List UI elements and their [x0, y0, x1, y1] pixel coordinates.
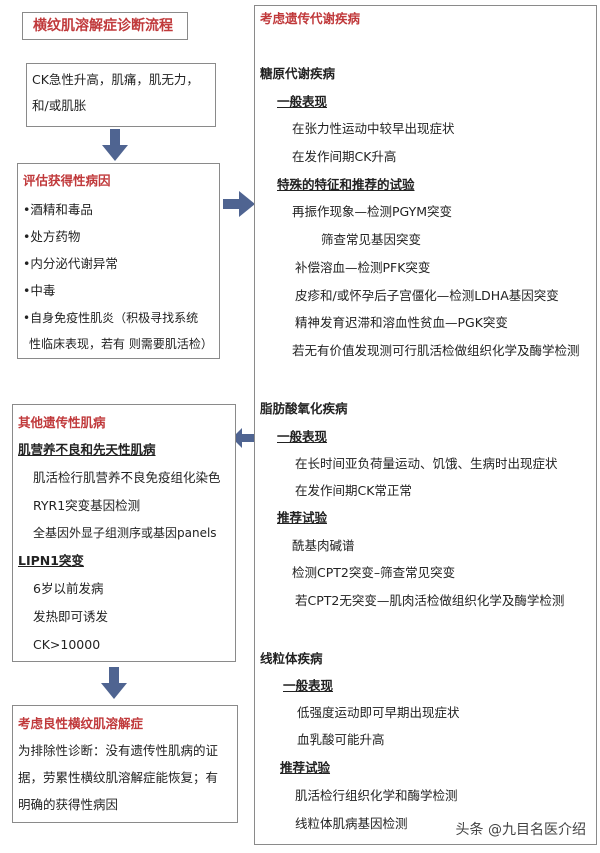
glycogen-test-item: 筛查常见基因突变: [321, 232, 422, 247]
mito-general-item: 血乳酸可能升高: [297, 732, 385, 747]
dystrophy-item: 肌活检行肌营养不良免疫组化染色: [33, 470, 221, 485]
title-box: 横纹肌溶解症诊断流程: [22, 12, 188, 40]
benign-line: 明确的获得性病因: [18, 797, 119, 812]
dystrophy-label: 肌营养不良和先天性肌病: [18, 442, 156, 457]
fatty-general-label: 一般表现: [277, 429, 328, 444]
acquired-item: •中毒: [23, 283, 56, 298]
arrow-right-icon: [223, 191, 255, 217]
glycogen-general-item: 在张力性运动中较早出现症状: [292, 121, 455, 136]
mito-test-item: 肌活检行组织化学和酶学检测: [295, 788, 458, 803]
glycogen-test-item: 精神发育迟滞和溶血性贫血—PGK突变: [295, 315, 508, 330]
acquired-item: •内分泌代谢异常: [23, 256, 118, 271]
glycogen-general-item: 在发作间期CK升高: [292, 149, 397, 164]
hereditary-metabolic-box: 考虑遗传代谢疾病 糖原代谢疾病 一般表现 在张力性运动中较早出现症状 在发作间期…: [254, 5, 597, 845]
mito-test-item: 线粒体肌病基因检测: [295, 816, 408, 831]
mito-general-item: 低强度运动即可早期出现症状: [297, 705, 460, 720]
fatty-general-item: 在长时间亚负荷量运动、饥饿、生病时出现症状: [295, 456, 558, 471]
acquired-box: 评估获得性病因 •酒精和毒品 •处方药物 •内分泌代谢异常 •中毒 •自身免疫性…: [17, 163, 220, 359]
acquired-item: •自身免疫性肌炎（积极寻找系统: [23, 311, 199, 325]
glycogen-test-item: 若无有价值发现测可行肌活检做组织化学及酶学检测: [292, 343, 580, 358]
glycogen-tests-label: 特殊的特征和推荐的试验: [277, 177, 415, 192]
benign-box: 考虑良性横纹肌溶解症 为排除性诊断：没有遗传性肌病的证 据，劳累性横纹肌溶解症能…: [12, 705, 238, 823]
acquired-heading: 评估获得性病因: [23, 173, 111, 188]
start-box: CK急性升高，肌痛，肌无力， 和/或肌胀: [26, 63, 216, 127]
acquired-item: •处方药物: [23, 229, 81, 244]
arrow-down-icon: [101, 667, 127, 699]
start-line: CK急性升高，肌痛，肌无力，: [32, 72, 199, 87]
other-heading: 其他遗传性肌病: [18, 415, 106, 430]
start-line: 和/或肌胀: [32, 98, 87, 113]
hereditary-heading: 考虑遗传代谢疾病: [260, 11, 361, 26]
benign-line: 为排除性诊断：没有遗传性肌病的证: [18, 743, 219, 758]
lipn1-label: LIPN1突变: [18, 553, 84, 568]
other-hereditary-box: 其他遗传性肌病 肌营养不良和先天性肌病 肌活检行肌营养不良免疫组化染色 RYR1…: [12, 404, 236, 662]
lipn1-item: CK>10000: [33, 637, 101, 652]
flow-title: 横纹肌溶解症诊断流程: [33, 18, 173, 34]
mito-tests-label: 推荐试验: [280, 760, 331, 775]
benign-heading: 考虑良性横纹肌溶解症: [18, 716, 144, 731]
fatty-test-item: 若CPT2无突变—肌肉活检做组织化学及酶学检测: [295, 593, 565, 608]
glycogen-test-item: 再振作现象—检测PGYM突变: [292, 204, 453, 219]
acquired-item: 性临床表现，若有 则需要肌活检）: [29, 337, 213, 351]
fatty-test-item: 检测CPT2突变–筛查常见突变: [292, 565, 456, 580]
glycogen-test-item: 补偿溶血—检测PFK突变: [295, 260, 431, 275]
mito-title: 线粒体疾病: [260, 651, 323, 666]
acquired-item: •酒精和毒品: [23, 202, 93, 217]
mito-general-label: 一般表现: [283, 678, 334, 693]
dystrophy-item: RYR1突变基因检测: [33, 498, 141, 513]
lipn1-item: 6岁以前发病: [33, 581, 104, 596]
lipn1-item: 发热即可诱发: [33, 609, 109, 624]
benign-line: 据，劳累性横纹肌溶解症能恢复；有: [18, 770, 219, 785]
fatty-test-item: 酰基肉碱谱: [292, 538, 355, 553]
glycogen-test-item: 皮疹和/或怀孕后子宫僵化—检测LDHA基因突变: [295, 288, 559, 303]
fatty-title: 脂肪酸氧化疾病: [260, 401, 348, 416]
glycogen-general-label: 一般表现: [277, 94, 328, 109]
arrow-left-icon: [232, 428, 254, 448]
dystrophy-item: 全基因外显子组测序或基因panels: [33, 526, 217, 540]
fatty-general-item: 在发作间期CK常正常: [295, 483, 412, 498]
arrow-down-icon: [102, 129, 128, 161]
glycogen-title: 糖原代谢疾病: [260, 66, 336, 81]
fatty-tests-label: 推荐试验: [277, 510, 328, 525]
watermark: 头条 @九目名医介绍: [455, 822, 586, 838]
